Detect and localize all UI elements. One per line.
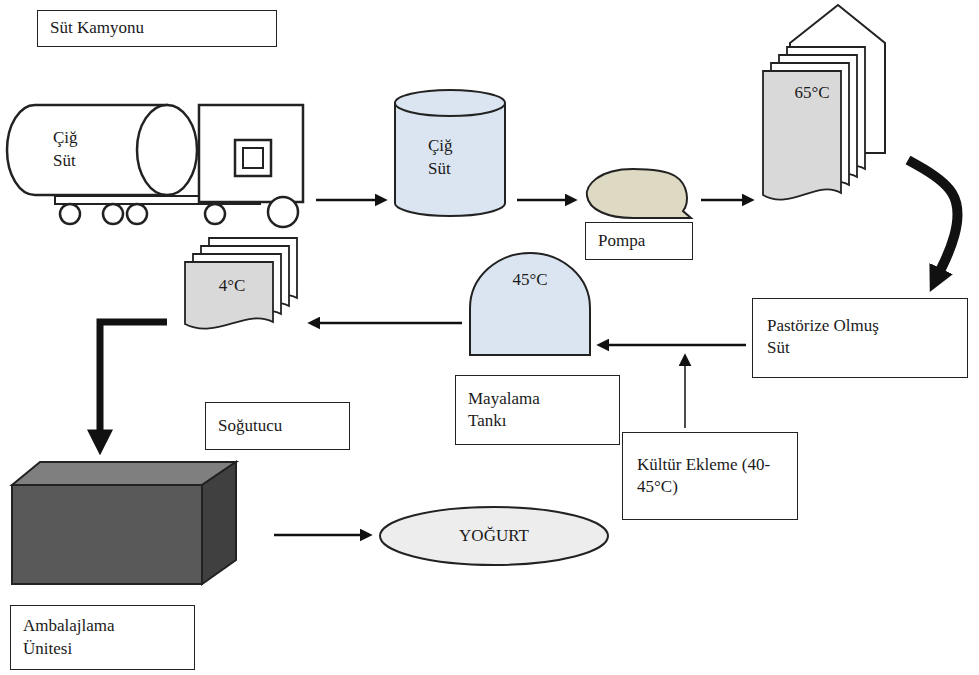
flow-arrow <box>684 365 686 428</box>
process-text: Kültür Ekleme (40-45°C) <box>637 441 787 511</box>
box-side <box>202 462 236 584</box>
temperature-text: 65°C <box>782 77 842 110</box>
truck-wheel <box>127 204 147 224</box>
tank-body <box>395 103 505 216</box>
temperature-text: 45°C <box>496 264 564 297</box>
shape-outline <box>468 250 592 357</box>
cab-window <box>235 140 271 176</box>
flow-arrow <box>319 322 462 325</box>
text-run: YOĞURT <box>459 525 529 547</box>
cab-window <box>243 148 263 168</box>
truck-cab <box>199 105 303 202</box>
text-run: Çiğ Süt <box>428 135 478 179</box>
text-run: 4°C <box>219 275 246 297</box>
shape-outline <box>760 3 888 213</box>
truck-wheel <box>205 204 225 224</box>
text-run: Kültür Ekleme (40-45°C) <box>637 454 783 498</box>
text-run: Çiğ Süt <box>53 127 99 171</box>
tank-body <box>470 253 590 355</box>
truck-label: Süt Kamyonu <box>37 10 277 47</box>
flow-arrow <box>608 344 746 347</box>
product-text: YOĞURT <box>398 519 590 553</box>
tank-label: Mayalama Tankı <box>455 375 620 445</box>
cooler-plate <box>185 262 273 329</box>
text-run: Pompa <box>598 230 645 252</box>
text-run: Pastörize Olmuş Süt <box>767 315 879 359</box>
cooler-label: Soğutucu <box>205 402 350 450</box>
shape-outline <box>583 166 693 222</box>
box-front <box>12 485 202 584</box>
tank-end <box>137 105 197 195</box>
flow-arrow <box>701 199 743 202</box>
box-top <box>12 462 236 485</box>
pump: Pompa <box>583 166 693 222</box>
tank-text: Çiğ Süt <box>426 130 480 185</box>
text-run: Ambalajlama Ünitesi <box>23 615 143 659</box>
product-ellipse: YOĞURT <box>378 505 610 567</box>
shape-outline <box>10 460 238 586</box>
truck-wheel <box>60 204 80 224</box>
packaging-unit: Ambalajlama Ünitesi <box>10 460 238 586</box>
flow-arrow <box>274 534 361 537</box>
raw-milk-tank: Çiğ Süt <box>393 88 507 218</box>
process-text: Pastörize Olmuş Süt <box>767 305 883 369</box>
text-run: 45°C <box>512 269 547 291</box>
milk-truck: Süt KamyonuÇiğ Süt <box>5 100 310 230</box>
flow-arrow <box>517 199 566 202</box>
packaging-label: Ambalajlama Ünitesi <box>10 605 195 670</box>
tank-top <box>395 90 505 116</box>
flow-arrow <box>316 199 376 202</box>
flow-arrow <box>908 160 958 271</box>
pasteurizer: 65°C <box>760 3 888 213</box>
process-box: Pastörize Olmuş Süt <box>752 298 968 378</box>
cooler: 4°CSoğutucu <box>183 238 303 334</box>
exchanger-plate <box>763 71 841 200</box>
pump-label: Pompa <box>585 222 693 260</box>
shape-outline <box>5 100 310 230</box>
text-run: Soğutucu <box>218 415 282 437</box>
truck-wheel <box>103 204 123 224</box>
culture-box: Kültür Ekleme (40-45°C) <box>622 432 798 520</box>
text-run: 65°C <box>794 82 829 104</box>
tank-text: Çiğ Süt <box>53 122 103 177</box>
temperature-text: 4°C <box>207 270 257 303</box>
pump-body <box>587 169 691 218</box>
truck-wheel <box>268 197 298 227</box>
flow-arrow <box>100 322 167 432</box>
text-run: Mayalama Tankı <box>468 388 578 432</box>
ellipse-outline <box>380 507 608 565</box>
text-run: Süt Kamyonu <box>50 17 144 39</box>
fermentation-tank: 45°CMayalama Tankı <box>468 250 592 357</box>
